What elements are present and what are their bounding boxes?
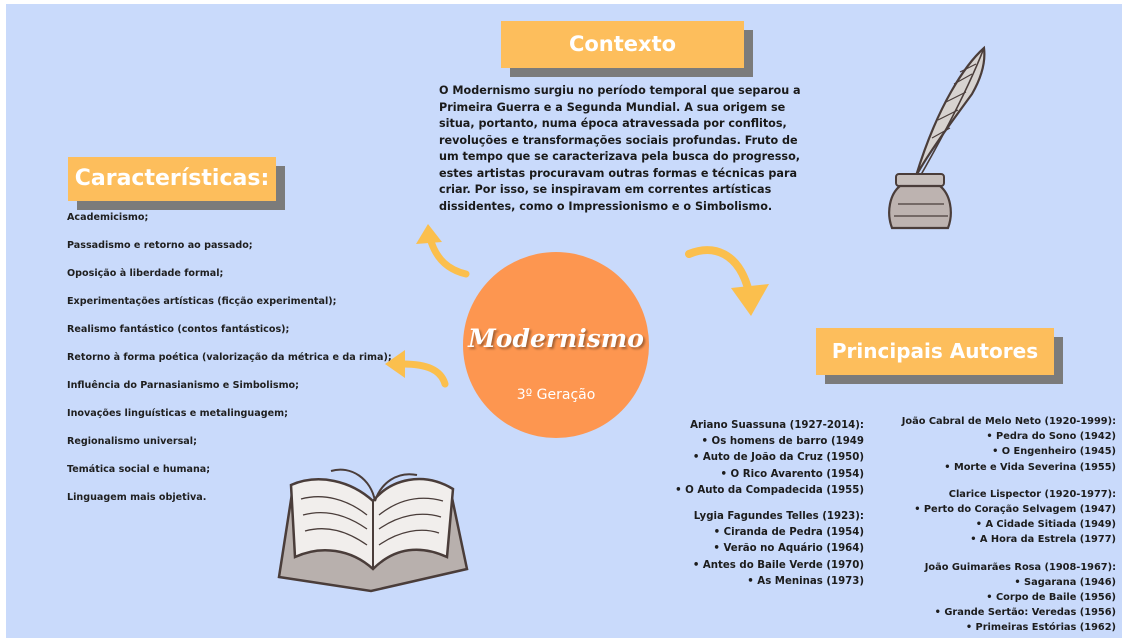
- central-topic-title: Modernismo: [468, 324, 644, 353]
- author-work: • As Meninas (1973): [747, 575, 864, 587]
- autores-title-box: Principais Autores: [816, 328, 1054, 375]
- author-work: • Primeiras Estórias (1962): [965, 622, 1116, 634]
- author-work: • Ciranda de Pedra (1954): [713, 527, 864, 539]
- list-item: Oposição à liberdade formal;: [67, 268, 224, 279]
- author-work: • Perto do Coração Selvagem (1947): [914, 504, 1116, 516]
- author-name: João Guimarães Rosa (1908-1967):: [924, 561, 1116, 573]
- author-work: • O Rico Avarento (1954): [720, 468, 865, 480]
- author-name: Clarice Lispector (1920-1977):: [948, 488, 1116, 500]
- caracteristicas-list: Academicismo; Passadismo e retorno ao pa…: [67, 211, 397, 519]
- author-name: Lygia Fagundes Telles (1923):: [693, 511, 864, 523]
- curved-arrow-icon: [416, 224, 470, 278]
- contexto-paragraph: O Modernismo surgiu no período temporal …: [439, 84, 801, 213]
- autores-left-column: Ariano Suassuna (1927-2014): • Os homens…: [654, 418, 864, 600]
- author-work: • O Auto da Compadecida (1955): [675, 484, 864, 496]
- central-topic-subtitle: 3º Geração: [516, 387, 596, 403]
- curved-arrow-icon: [685, 246, 769, 316]
- author-work: • Antes do Baile Verde (1970): [692, 559, 864, 571]
- central-topic-circle: Modernismo 3º Geração: [463, 252, 649, 438]
- list-item: Linguagem mais objetiva.: [67, 492, 207, 503]
- curved-arrow-icon: [385, 350, 449, 388]
- author-work: • A Cidade Sitiada (1949): [975, 519, 1116, 531]
- contexto-title: Contexto: [568, 32, 677, 56]
- list-item: Temática social e humana;: [67, 464, 211, 475]
- author-work: • Morte e Vida Severina (1955): [944, 461, 1116, 473]
- list-item: Realismo fantástico (contos fantásticos)…: [67, 324, 290, 335]
- author-work: • O Engenheiro (1945): [992, 446, 1116, 458]
- author-group: João Cabral de Melo Neto (1920-1999): • …: [886, 414, 1116, 475]
- author-group: João Guimarães Rosa (1908-1967): • Sagar…: [886, 560, 1116, 636]
- author-work: • Os homens de barro (1949: [701, 436, 865, 448]
- list-item: Experimentações artísticas (ficção exper…: [67, 296, 337, 307]
- open-book-icon: [277, 468, 469, 593]
- autores-right-column: João Cabral de Melo Neto (1920-1999): • …: [886, 414, 1116, 638]
- contexto-title-box: Contexto: [501, 21, 744, 68]
- list-item: Regionalismo universal;: [67, 436, 197, 447]
- author-work: • A Hora da Estrela (1977): [970, 534, 1116, 546]
- mind-map-canvas: Contexto O Modernismo surgiu no período …: [6, 4, 1122, 638]
- list-item: Academicismo;: [67, 212, 149, 223]
- caracteristicas-title: Características:: [74, 166, 270, 191]
- author-group: Clarice Lispector (1920-1977): • Perto d…: [886, 487, 1116, 548]
- caracteristicas-title-box: Características:: [68, 157, 276, 201]
- author-work: • Sagarana (1946): [1014, 576, 1116, 588]
- author-work: • Corpo de Baile (1956): [986, 592, 1116, 604]
- list-item: Influência do Parnasianismo e Simbolismo…: [67, 380, 299, 391]
- author-work: • Grande Sertão: Veredas (1956): [934, 607, 1116, 619]
- quill-inkwell-icon: [888, 45, 986, 230]
- author-name: João Cabral de Melo Neto (1920-1999):: [901, 416, 1116, 427]
- author-work: • Pedra do Sono (1942): [986, 431, 1116, 443]
- author-work: • Auto de João da Cruz (1950): [692, 452, 864, 464]
- list-item: Retorno à forma poética (valorização da …: [67, 352, 392, 363]
- author-work: • Verão no Aquário (1964): [713, 543, 864, 555]
- author-group: Ariano Suassuna (1927-2014): • Os homens…: [654, 418, 864, 499]
- list-item: Inovações linguísticas e metalinguagem;: [67, 408, 288, 419]
- author-name: Ariano Suassuna (1927-2014):: [690, 420, 864, 431]
- autores-title: Principais Autores: [831, 339, 1039, 363]
- author-group: Lygia Fagundes Telles (1923): • Ciranda …: [654, 509, 864, 590]
- list-item: Passadismo e retorno ao passado;: [67, 240, 253, 251]
